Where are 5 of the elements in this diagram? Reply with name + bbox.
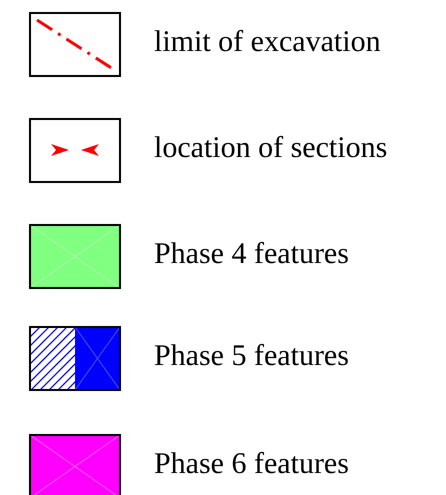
legend-text: location of sections (154, 130, 388, 166)
legend-text: limit of excavation (154, 24, 381, 60)
legend-text: Phase 6 features (154, 446, 349, 482)
legend-text: Phase 5 features (154, 338, 349, 374)
legend-text: Phase 4 features (154, 236, 349, 272)
